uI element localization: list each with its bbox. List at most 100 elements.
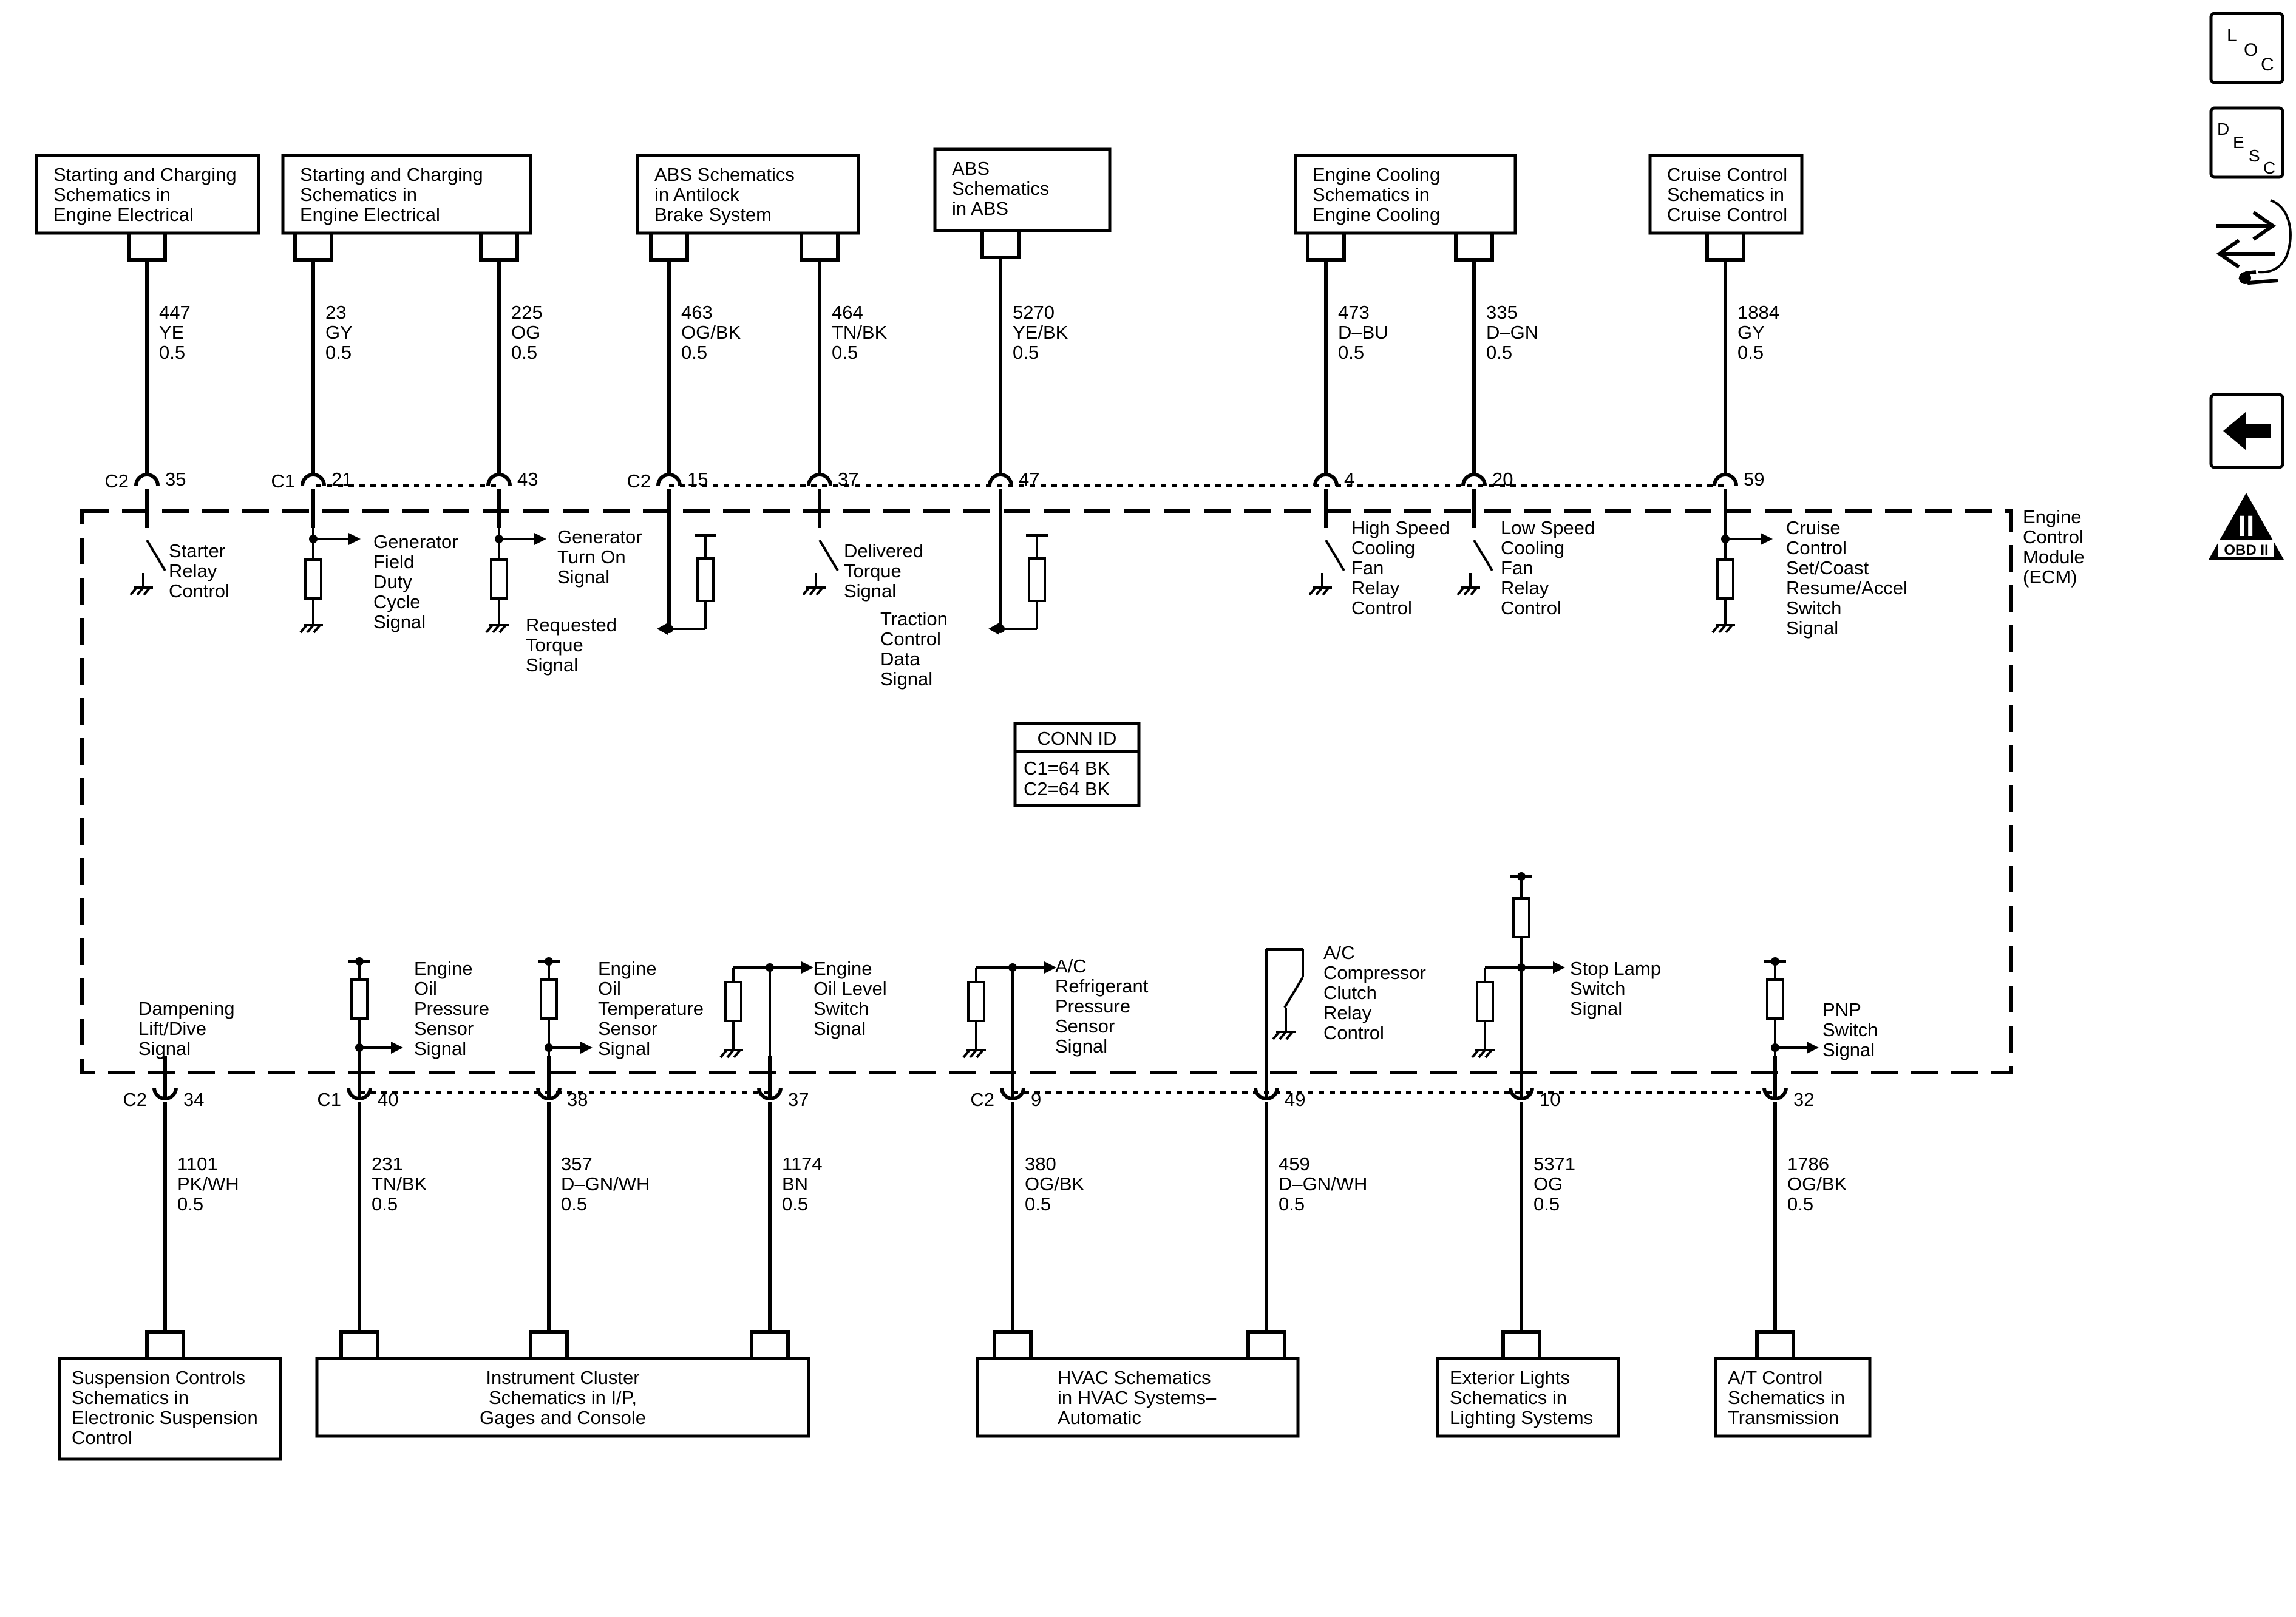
signal-label: Signal	[526, 654, 578, 676]
ecm-label-line: (ECM)	[2023, 566, 2077, 588]
pin-number: 37	[838, 469, 858, 490]
signal-label: Cooling	[1501, 537, 1564, 558]
reference-box-text: Engine Electrical	[300, 204, 440, 225]
reference-box-text: Gages and Console	[480, 1407, 646, 1428]
wire-color: YE	[159, 322, 184, 343]
wire-gauge: 0.5	[372, 1193, 398, 1215]
loc-button[interactable]: L O C	[2209, 12, 2284, 84]
wire-circuit-number: 5270	[1013, 302, 1055, 323]
desc-letter: C	[2263, 158, 2275, 177]
wire-gauge: 0.5	[159, 342, 185, 363]
signal-label: Delivered	[844, 540, 923, 561]
signal-label: Oil Level	[813, 978, 887, 999]
reference-box-text: Schematics	[952, 178, 1049, 199]
signal-label: Temperature	[598, 998, 704, 1019]
wire-color: D–BU	[1338, 322, 1388, 343]
signal-label: Dampening	[138, 998, 235, 1019]
pin-connector	[988, 473, 1013, 486]
connector-end-view-icon[interactable]	[2216, 199, 2292, 285]
obd-text: OBD II	[2224, 542, 2268, 558]
wire-circuit-number: 464	[832, 302, 863, 323]
reference-box-text: in HVAC Systems–	[1058, 1387, 1217, 1408]
signal-label: Generator	[557, 526, 642, 547]
pin-number: 20	[1492, 469, 1513, 490]
reference-box-text: Lighting Systems	[1450, 1407, 1593, 1428]
reference-box-text: Schematics in	[1313, 184, 1430, 205]
signal-label: Turn On	[557, 546, 626, 568]
signal-label: Sensor	[598, 1018, 657, 1039]
wire-gauge: 0.5	[177, 1193, 203, 1215]
signal-label: Requested	[526, 614, 617, 636]
signal-label: Pressure	[1055, 995, 1130, 1017]
signal-label: Control	[1501, 597, 1561, 619]
signal-label: Starter	[169, 540, 225, 561]
reference-box-text: Exterior Lights	[1450, 1367, 1570, 1388]
signal-label: Duty	[373, 571, 412, 592]
conn-id-box: CONN ID C1=64 BK C2=64 BK	[1013, 722, 1141, 807]
wire-circuit-number: 1174	[782, 1153, 823, 1175]
desc-letter: E	[2233, 133, 2244, 152]
signal-label: Control	[169, 580, 229, 602]
wire-circuit-number: 357	[561, 1153, 593, 1175]
reference-box-text: Engine Cooling	[1313, 164, 1440, 185]
signal-label: Torque	[844, 560, 902, 581]
ecm-label-line: Engine	[2023, 506, 2082, 527]
wire-gauge: 0.5	[1013, 342, 1039, 363]
signal-label: A/C	[1323, 942, 1355, 963]
wire-circuit-number: 1786	[1787, 1153, 1829, 1175]
pin-number: 4	[1344, 469, 1354, 490]
signal-label: Engine	[414, 958, 473, 979]
wire-gauge: 0.5	[1787, 1193, 1813, 1215]
reference-box-text: in Antilock	[654, 184, 739, 205]
pin-connector	[301, 473, 326, 486]
pin-number: 43	[517, 469, 538, 490]
reference-box-text: Schematics in	[72, 1387, 189, 1408]
wire-gauge: 0.5	[1279, 1193, 1305, 1215]
ecm-outline	[80, 509, 2013, 1074]
signal-label: Cycle	[373, 591, 421, 612]
loc-letter: C	[2261, 55, 2274, 75]
wire-gauge: 0.5	[1533, 1193, 1560, 1215]
signal-label: Signal	[557, 566, 610, 588]
signal-label: Signal	[1570, 998, 1622, 1019]
signal-label: High Speed	[1351, 517, 1450, 538]
reference-box-text: Control	[72, 1427, 132, 1448]
wire-color: PK/WH	[177, 1173, 239, 1195]
reference-box-text: A/T Control	[1728, 1367, 1822, 1388]
signal-label: Signal	[414, 1038, 466, 1059]
reference-box-text: Automatic	[1058, 1407, 1141, 1428]
pin-connector	[1461, 473, 1487, 486]
wire-circuit-number: 335	[1486, 302, 1518, 323]
signal-label: Control	[880, 628, 941, 649]
desc-button[interactable]: D E S C	[2209, 106, 2284, 179]
wire-circuit-number: 1101	[177, 1153, 218, 1175]
reference-box-text: ABS Schematics	[654, 164, 795, 185]
reference-box-text: ABS	[952, 158, 990, 179]
wire-color: OG/BK	[1787, 1173, 1847, 1195]
back-arrow-button[interactable]	[2209, 393, 2284, 469]
ecm-label-line: Module	[2023, 546, 2085, 568]
wire-color: GY	[1737, 322, 1765, 343]
